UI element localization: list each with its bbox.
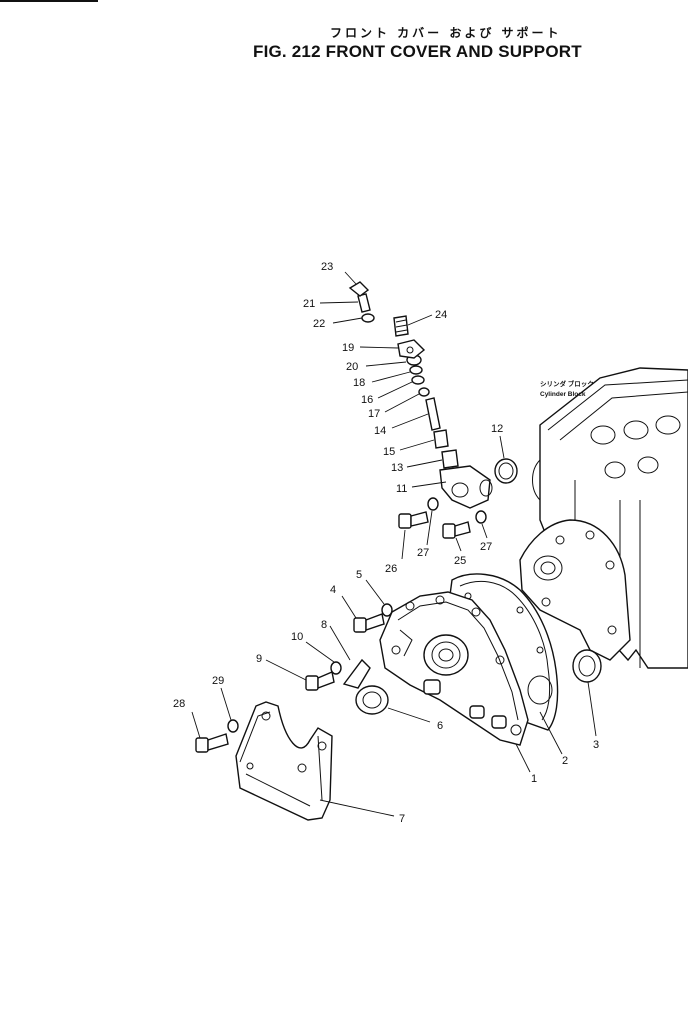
callout-19: 19 xyxy=(342,342,354,354)
callout-7: 7 xyxy=(399,813,405,825)
callout-13: 13 xyxy=(391,462,403,474)
breather-housing xyxy=(439,465,493,509)
washer-10 xyxy=(330,661,342,675)
callout-23: 23 xyxy=(321,261,333,273)
eye-joint-19 xyxy=(397,339,426,359)
callout-12: 12 xyxy=(491,423,503,435)
callout-22: 22 xyxy=(313,318,325,330)
washer-29 xyxy=(227,719,239,733)
fitting-13 xyxy=(441,449,459,469)
callout-2: 2 xyxy=(562,755,568,767)
bolt-23 xyxy=(348,281,370,297)
callout-6: 6 xyxy=(437,720,443,732)
cylinder-block: シリンダ ブロック Cylinder Block xyxy=(519,367,688,669)
washer-17 xyxy=(418,387,430,397)
callout-9: 9 xyxy=(256,653,262,665)
callout-labels: 1 2 3 4 5 6 7 8 9 10 11 12 13 14 15 16 1… xyxy=(173,261,599,825)
washer-16 xyxy=(411,375,425,385)
callout-15: 15 xyxy=(383,446,395,458)
callout-29: 29 xyxy=(212,675,224,687)
bolt-26 xyxy=(398,511,429,529)
callout-21: 21 xyxy=(303,298,315,310)
header-rule xyxy=(0,0,98,2)
o-ring-12 xyxy=(494,458,518,484)
bracket xyxy=(342,658,371,689)
nut-24 xyxy=(393,315,409,337)
callout-5: 5 xyxy=(356,569,362,581)
oil-seal xyxy=(355,685,389,715)
bolt-4 xyxy=(353,613,385,633)
callout-27b: 27 xyxy=(480,541,492,553)
callout-24: 24 xyxy=(435,309,447,321)
figure-title-japanese: フロント カバー および サポート xyxy=(330,26,562,40)
washer-27b xyxy=(475,510,487,524)
callout-4: 4 xyxy=(330,584,336,596)
callout-26: 26 xyxy=(385,563,397,575)
bolt-25 xyxy=(442,521,471,539)
callout-16: 16 xyxy=(361,394,373,406)
callout-18: 18 xyxy=(353,377,365,389)
callout-25: 25 xyxy=(454,555,466,567)
callout-11: 11 xyxy=(396,483,407,495)
block-label-japanese: シリンダ ブロック xyxy=(540,379,594,388)
washer-22 xyxy=(361,313,375,323)
leader-lines xyxy=(191,271,597,817)
callout-27a: 27 xyxy=(417,547,429,559)
callout-3: 3 xyxy=(593,739,599,751)
callout-14: 14 xyxy=(374,425,386,437)
callout-20: 20 xyxy=(346,361,358,373)
callout-17: 17 xyxy=(368,408,380,420)
figure-title: FIG. 212 FRONT COVER AND SUPPORT xyxy=(253,42,582,61)
front-support xyxy=(235,701,333,821)
fitting-15 xyxy=(433,429,449,449)
washer-5 xyxy=(381,603,393,617)
block-label: Cylinder Block xyxy=(540,391,586,398)
callout-10: 10 xyxy=(291,631,303,643)
washer-27a xyxy=(427,497,439,511)
bolt-9 xyxy=(305,671,335,691)
washer-18 xyxy=(409,365,423,375)
callout-28: 28 xyxy=(173,698,185,710)
oil-seal-large xyxy=(572,649,602,683)
callout-1: 1 xyxy=(531,773,537,785)
pipe-14 xyxy=(425,397,441,431)
front-cover xyxy=(379,591,529,746)
callout-8: 8 xyxy=(321,619,327,631)
bolt-21 xyxy=(357,293,371,313)
bolt-28 xyxy=(195,733,229,753)
